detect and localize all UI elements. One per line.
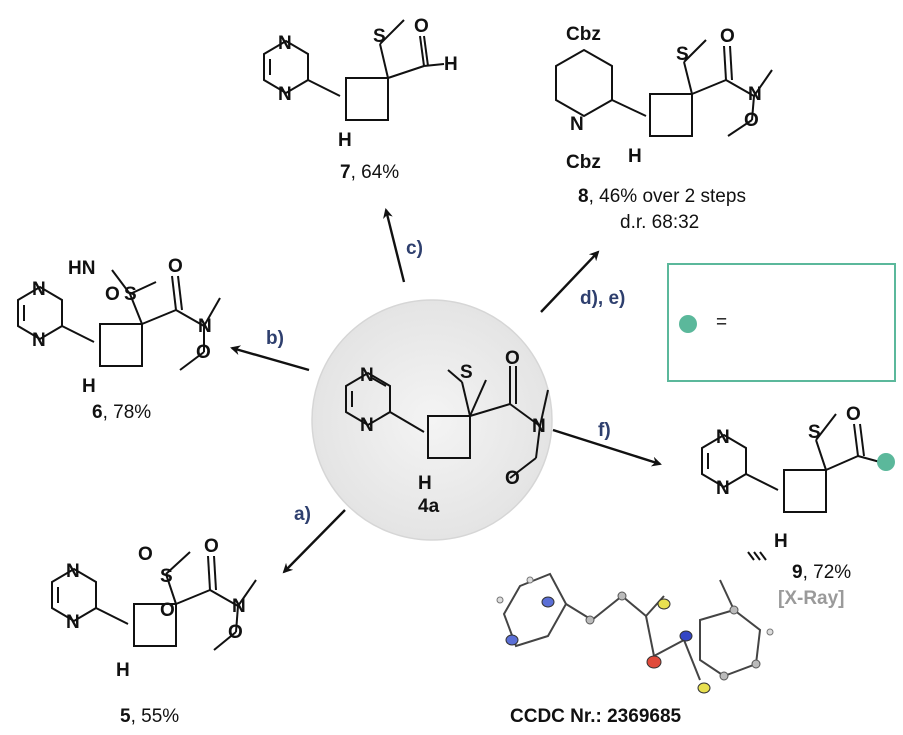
atom-n: N xyxy=(748,84,762,105)
atom-labels: N N S O N O H N N S O H H Cbz Cbz N S O … xyxy=(32,16,861,681)
atom-o: O xyxy=(720,26,735,47)
atom-s: S xyxy=(676,44,689,65)
compound-id: 8 xyxy=(578,186,589,207)
atom-h: H xyxy=(774,531,788,552)
atom-o: O xyxy=(505,348,520,369)
atom-n: N xyxy=(66,561,80,582)
crystal-structure xyxy=(502,572,762,681)
compound-6-label: 6, 78% xyxy=(92,402,151,424)
atom-n: N xyxy=(32,330,46,351)
reaction-arrows xyxy=(230,208,662,574)
compound-id: 4a xyxy=(418,496,440,517)
compound-9-label: 9, 72% xyxy=(792,562,851,584)
atom-n: N xyxy=(32,279,46,300)
legend-dot xyxy=(679,315,697,333)
xray-note: [X-Ray] xyxy=(778,588,845,609)
atom-n: N xyxy=(278,33,292,54)
atom-h: H xyxy=(116,660,130,681)
compound-5-label: 5, 55% xyxy=(120,706,179,728)
atom-h: H xyxy=(82,376,96,397)
arrow-a xyxy=(282,509,346,574)
arrow-b xyxy=(230,345,310,372)
condition-f: f) xyxy=(598,420,611,441)
structure-7 xyxy=(263,19,445,121)
ccdc-label: CCDC Nr.: 2369685 xyxy=(510,706,682,727)
condition-de: d), e) xyxy=(580,288,626,309)
atom-n: N xyxy=(232,596,246,617)
atom-n: N xyxy=(360,415,374,436)
atom-h: H xyxy=(418,473,432,494)
condition-a: a) xyxy=(294,504,311,525)
atom-o: O xyxy=(414,16,429,37)
atom-n: N xyxy=(532,416,546,437)
structure-5 xyxy=(51,551,257,651)
atom-n: N xyxy=(716,427,730,448)
atom-s: S xyxy=(808,422,821,443)
yield: , 55% xyxy=(130,706,180,727)
atom-o: O xyxy=(505,468,520,489)
atom-o: O xyxy=(168,256,183,277)
atom-n: N xyxy=(570,114,584,135)
arrow-c xyxy=(383,208,406,283)
atom-n: N xyxy=(360,365,374,386)
compound-id: 7 xyxy=(340,162,351,183)
compound-4a-label: 4a xyxy=(418,496,439,518)
atom-o: O xyxy=(228,622,243,643)
yield: , 64% xyxy=(350,162,400,183)
yield: , 78% xyxy=(102,402,152,423)
benzothiazole-dot-9 xyxy=(877,453,895,471)
atom-o: O xyxy=(105,284,120,305)
cbz-label: Cbz xyxy=(566,152,601,173)
legend-box xyxy=(667,263,896,382)
legend-equals: = xyxy=(716,312,728,333)
atom-o: O xyxy=(138,544,153,565)
atom-s: S xyxy=(460,362,473,383)
atom-o: O xyxy=(196,342,211,363)
structure-9 xyxy=(701,413,881,513)
equivalence-mark xyxy=(747,551,767,561)
atom-h: H xyxy=(338,130,352,151)
structure-4a xyxy=(345,366,549,479)
atom-o: O xyxy=(846,404,861,425)
atom-hn: HN xyxy=(68,258,95,279)
compound-id: 6 xyxy=(92,402,103,423)
atom-h: H xyxy=(628,146,642,167)
condition-b: b) xyxy=(266,328,284,349)
arrow-de xyxy=(540,250,600,313)
compound-8-dr: d.r. 68:32 xyxy=(620,212,700,233)
central-highlight-circle xyxy=(311,299,553,541)
condition-c: c) xyxy=(406,238,423,259)
atom-s: S xyxy=(160,566,173,587)
compound-7-label: 7, 64% xyxy=(340,162,399,184)
atom-o: O xyxy=(160,600,175,621)
yield: , 46% over 2 steps xyxy=(588,186,746,207)
cbz-label: Cbz xyxy=(566,24,601,45)
crystal-atoms xyxy=(496,576,774,694)
atom-n: N xyxy=(198,316,212,337)
atom-h: H xyxy=(444,54,458,75)
structure-8 xyxy=(555,39,773,137)
atom-n: N xyxy=(278,84,292,105)
atom-n: N xyxy=(716,478,730,499)
atom-n: N xyxy=(66,612,80,633)
atom-s: S xyxy=(124,284,137,305)
compound-8-label: 8, 46% over 2 steps xyxy=(578,186,746,208)
atom-s: S xyxy=(373,26,386,47)
atom-o: O xyxy=(204,536,219,557)
arrow-f xyxy=(552,428,662,467)
compound-id: 9 xyxy=(792,562,803,583)
atom-o: O xyxy=(744,110,759,131)
structure-6 xyxy=(17,269,221,371)
yield: , 72% xyxy=(802,562,852,583)
compound-id: 5 xyxy=(120,706,131,727)
